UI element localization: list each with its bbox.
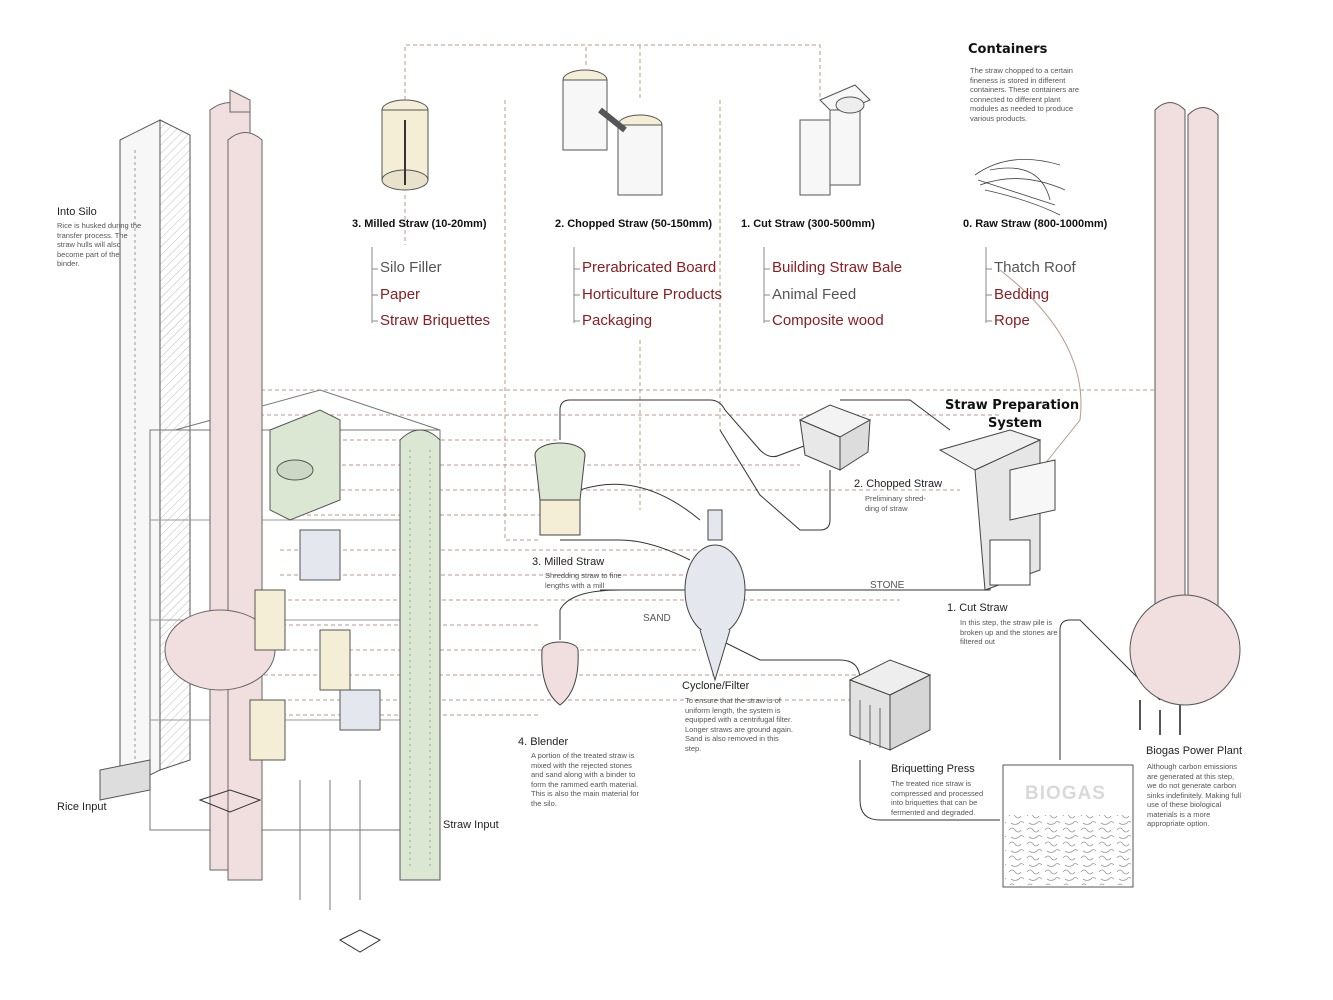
product-1-0: Prerabricated Board bbox=[582, 259, 717, 276]
blender-desc: A portion of the treated straw is mixed … bbox=[531, 751, 639, 808]
chopped-desc: Preliminary shred-ding of straw bbox=[865, 494, 926, 513]
cut-title: 1. Cut Straw bbox=[947, 602, 1008, 614]
straw-type-label-0: 3. Milled Straw (10-20mm) bbox=[352, 218, 487, 230]
chopper-hopper bbox=[798, 404, 872, 471]
product-0-0: Silo Filler bbox=[380, 259, 442, 276]
cut-straw-machine bbox=[938, 429, 1056, 591]
straw-type-bracket-2 bbox=[763, 247, 770, 323]
biogas-plant-title: Biogas Power Plant bbox=[1146, 745, 1242, 757]
straw-type-bracket-1 bbox=[573, 247, 580, 323]
briquetting-desc: The treated rice straw is compressed and… bbox=[891, 779, 984, 817]
product-3-0: Thatch Roof bbox=[994, 259, 1076, 276]
straw-input-label: Straw Input bbox=[443, 819, 499, 831]
straw-type-label-2: 1. Cut Straw (300-500mm) bbox=[741, 218, 875, 230]
product-2-1: Animal Feed bbox=[772, 285, 857, 303]
flow-lines bbox=[559, 269, 1161, 821]
into-silo-title: Into Silo bbox=[57, 206, 97, 218]
biogas-box bbox=[1002, 764, 1134, 888]
mill-vessel bbox=[534, 442, 586, 536]
straw-type-label-1: 2. Chopped Straw (50-150mm) bbox=[555, 218, 713, 230]
product-0-1: Paper bbox=[380, 285, 421, 303]
raw-straw-bundle bbox=[974, 159, 1066, 216]
containers-title: Containers bbox=[968, 42, 1048, 57]
chopped-title: 2. Chopped Straw bbox=[854, 478, 943, 490]
silo-structure bbox=[99, 89, 441, 953]
prep-system-title-1: Straw Preparation bbox=[945, 398, 1080, 413]
cyclone-title: Cyclone/Filter bbox=[682, 680, 750, 692]
product-2-2: Composite wood bbox=[772, 312, 884, 329]
product-0-2: Straw Briquettes bbox=[380, 312, 491, 329]
product-1-2: Packaging bbox=[582, 312, 653, 329]
biogas-plant-desc: Although carbon emissions are generated … bbox=[1147, 762, 1242, 828]
stone-label: STONE bbox=[870, 580, 905, 591]
biogas-box-label: BIOGAS bbox=[1025, 783, 1106, 804]
blender-vessel bbox=[541, 641, 579, 706]
containers-desc: The straw chopped to a certain fineness … bbox=[970, 66, 1080, 123]
cyclone-vessel bbox=[684, 509, 746, 682]
briquetting-title: Briquetting Press bbox=[891, 763, 975, 775]
milled-title: 3. Milled Straw bbox=[532, 556, 605, 568]
biogas-tower bbox=[1129, 102, 1241, 735]
dashed-guides bbox=[230, 44, 1165, 716]
straw-type-bracket-0 bbox=[371, 247, 378, 323]
straw-type-bracket-3 bbox=[985, 247, 992, 323]
cut-desc: In this step, the straw pile is broken u… bbox=[960, 618, 1058, 646]
product-3-2: Rope bbox=[994, 312, 1030, 329]
prep-system-title-2: System bbox=[988, 416, 1043, 431]
milled-desc: Shredding straw to fine lengths with a m… bbox=[545, 571, 622, 590]
blender-title: 4. Blender bbox=[518, 736, 569, 748]
container-cut bbox=[799, 84, 871, 196]
rice-input-label: Rice Input bbox=[57, 801, 107, 813]
cyclone-desc: To ensure that the straw is of uniform l… bbox=[685, 696, 793, 753]
sand-label: SAND bbox=[643, 613, 671, 624]
container-milled bbox=[381, 99, 429, 191]
product-2-0: Building Straw Bale bbox=[772, 259, 903, 276]
product-1-1: Horticulture Products bbox=[582, 285, 723, 303]
straw-type-label-3: 0. Raw Straw (800-1000mm) bbox=[963, 218, 1108, 230]
into-silo-desc: Rice is husked during the transfer proce… bbox=[57, 221, 142, 268]
product-3-1: Bedding bbox=[994, 285, 1050, 303]
briquetting-press-machine bbox=[848, 659, 932, 751]
container-chopped bbox=[562, 69, 663, 196]
